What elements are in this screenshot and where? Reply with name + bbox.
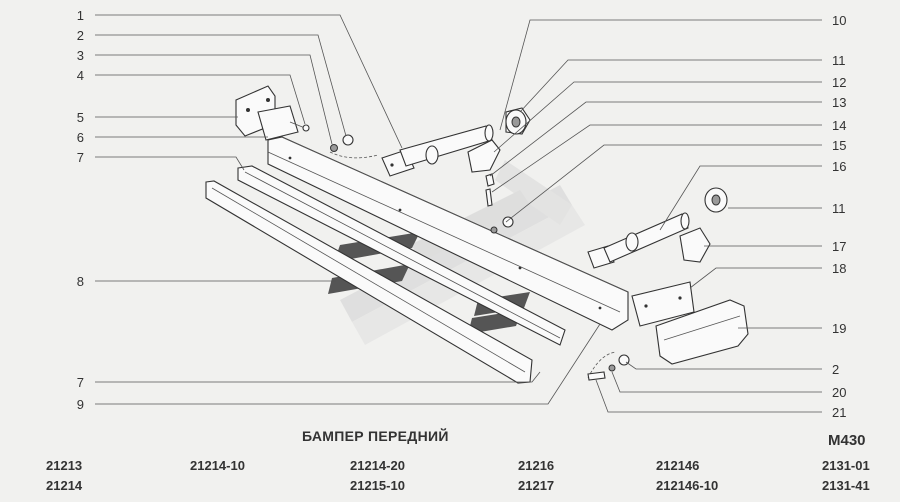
callout-21: 21 (832, 405, 846, 420)
callout-2-lower: 2 (832, 362, 839, 377)
model-code: 21216 (518, 458, 555, 473)
callout-18: 18 (832, 261, 846, 276)
callouts-left: 1 2 3 4 5 6 7 8 7 9 (77, 8, 84, 412)
model-code: 2131-01 (822, 458, 870, 473)
callout-5: 5 (77, 110, 84, 125)
callout-14: 14 (832, 118, 846, 133)
center-fasteners (485, 173, 514, 234)
callout-19: 19 (832, 321, 846, 336)
bottom-fasteners (587, 351, 630, 381)
end-cap-bracket (631, 281, 695, 327)
model-code: 21214 (46, 478, 83, 493)
trim-strip (237, 165, 566, 346)
left-upper-bracket (467, 107, 531, 173)
callout-7-lower: 7 (77, 375, 84, 390)
callout-15: 15 (832, 138, 846, 153)
callout-8: 8 (77, 274, 84, 289)
diagram-code: М430 (828, 432, 866, 449)
diagram-title: БАМПЕР ПЕРЕДНИЙ (302, 428, 449, 444)
model-code: 21215-10 (350, 478, 405, 493)
callout-16: 16 (832, 159, 846, 174)
right-leader-lines (489, 19, 822, 413)
left-mount-tube (381, 124, 494, 177)
left-leader-lines (95, 14, 601, 405)
model-code: 21214-20 (350, 458, 405, 473)
callout-10: 10 (832, 13, 846, 28)
callout-6: 6 (77, 130, 84, 145)
callout-17: 17 (832, 239, 846, 254)
callout-11-lower: 11 (832, 201, 846, 216)
right-upper-bracket (679, 227, 711, 263)
callout-4: 4 (77, 68, 84, 83)
callout-13: 13 (832, 95, 846, 110)
left-fasteners (329, 134, 379, 159)
callout-1: 1 (77, 8, 84, 23)
model-code: 2131-41 (822, 478, 870, 493)
end-cap (655, 299, 749, 365)
callout-7: 7 (77, 150, 84, 165)
right-mount-tube (587, 212, 690, 269)
callout-2: 2 (77, 28, 84, 43)
left-bracket (235, 85, 310, 141)
model-code: 21214-10 (190, 458, 245, 473)
model-code: 212146-10 (656, 478, 719, 493)
callout-3: 3 (77, 48, 84, 63)
callout-20: 20 (832, 385, 846, 400)
callouts-right: 10 11 12 13 14 15 16 11 17 18 19 2 20 21 (832, 13, 846, 420)
model-code: 21213 (46, 458, 83, 473)
callout-9: 9 (77, 397, 84, 412)
callout-11: 11 (832, 53, 846, 68)
right-rubber-buffer (704, 187, 728, 213)
bumper-bar (267, 136, 629, 331)
model-code: 21217 (518, 478, 555, 493)
model-code: 212146 (656, 458, 700, 473)
callout-12: 12 (832, 75, 846, 90)
